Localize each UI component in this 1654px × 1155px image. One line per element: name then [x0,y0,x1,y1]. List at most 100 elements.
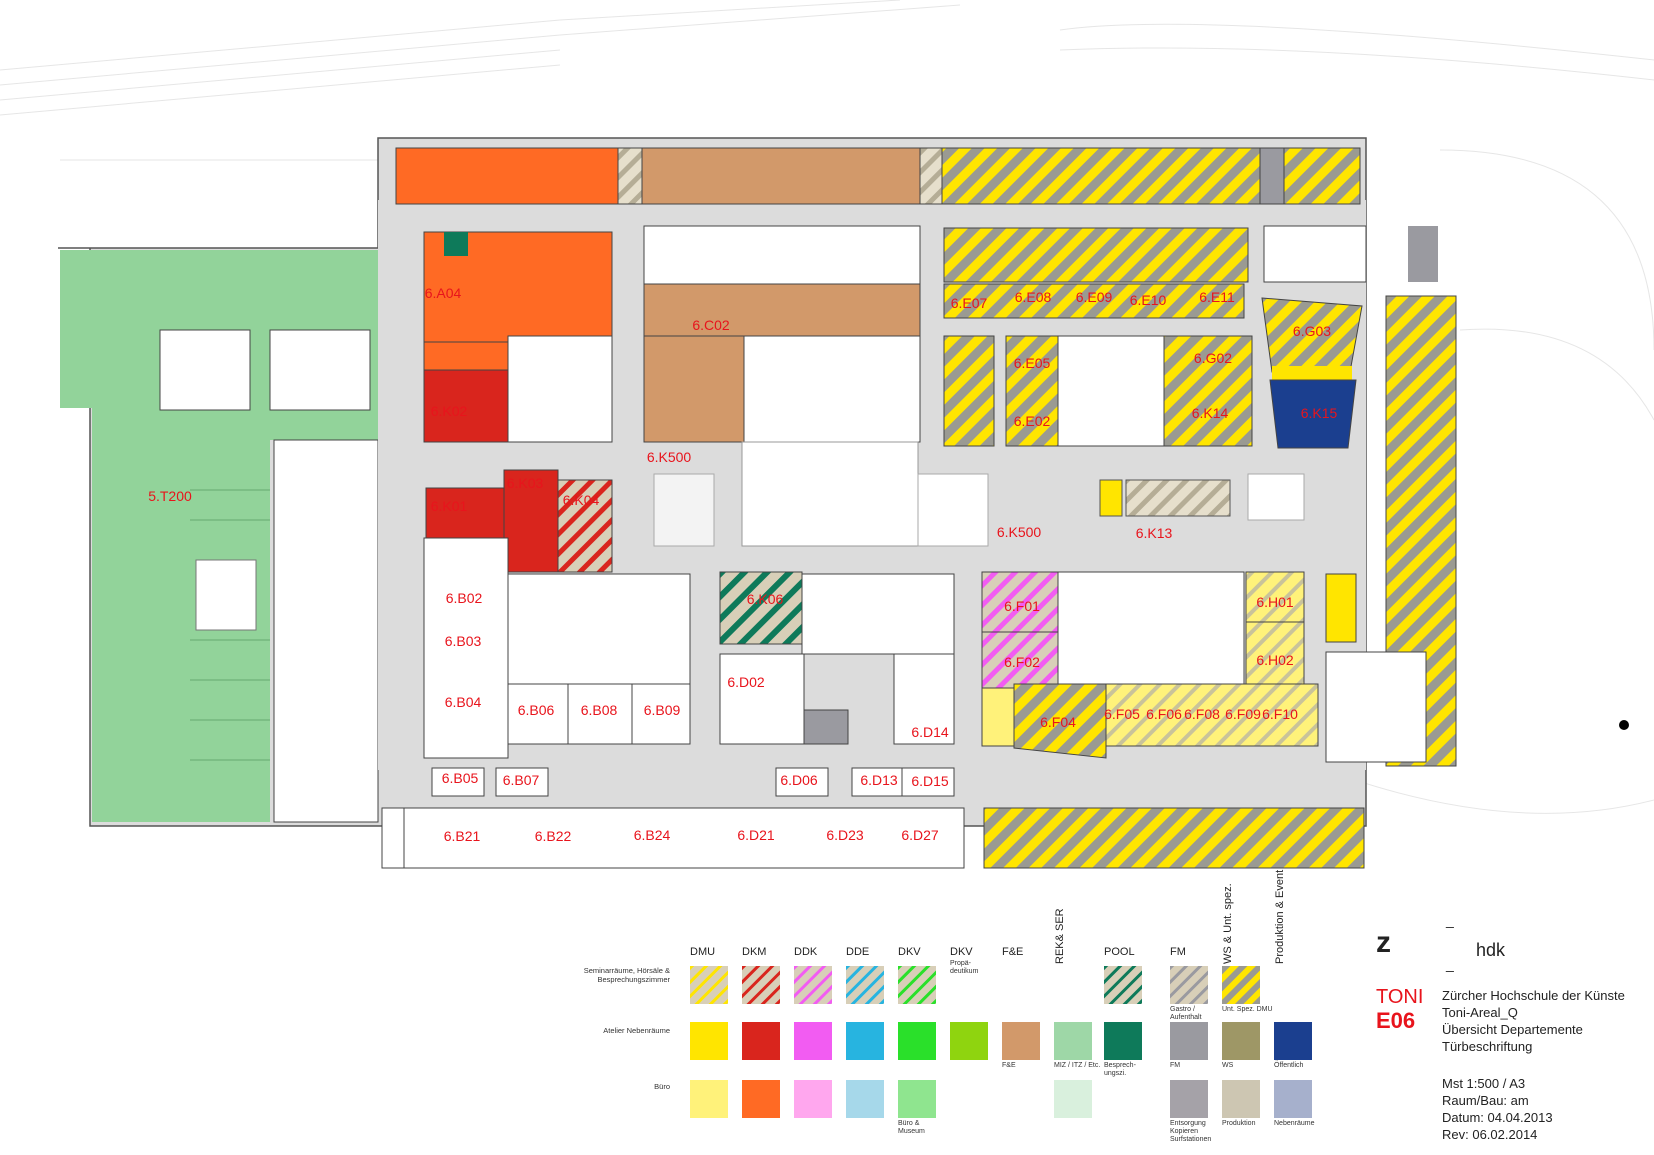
room-6K06 [719,571,803,645]
room-6D-grey [803,709,849,745]
room-6D02 [719,653,805,745]
atrium-west [741,441,919,547]
legend-row-seminar: Seminarräume, Hörsäle & Besprechungszimm… [583,966,670,984]
room-label: 6.G02 [1194,350,1232,366]
room-label: 6.E07 [951,295,988,311]
hdk-wordmark: hdk [1476,940,1506,960]
note-gastro: Gastro / Aufenthalt [1170,1006,1202,1021]
legend-row-buero: Büro [654,1082,670,1091]
room-6K02 [423,369,509,443]
legend-col-ddk: DDK [794,946,818,958]
swatch-dmu-atelier [690,1022,728,1060]
room-6D06 [775,767,829,797]
room-6F01 [981,571,1059,633]
title-line3: Übersicht Departemente [1442,1022,1583,1037]
swatch-pool [1104,1022,1142,1060]
scale-label: Mst 1:500 / A3 [1442,1076,1526,1091]
room-label: 6.B08 [581,702,618,718]
room-6K13-yellow [1099,479,1123,517]
room-label: 6.F02 [1004,654,1040,670]
swatch-dmu-seminar [690,966,728,1004]
room-label: 6.K03 [507,475,544,491]
room-E-left [943,335,995,447]
swatch-pool-seminar [1104,966,1142,1004]
legend-row-atelier: Atelier Nebenräume [603,1026,670,1035]
room-6A04-teal [444,232,468,256]
swatch-ddk-seminar [794,966,832,1004]
zhdk-logo-mark: z [1376,926,1391,959]
swatch-dde-seminar [846,966,884,1004]
room-6K02-upper [423,341,509,371]
room-top-ws2 [1283,147,1361,205]
swatch-fm-gastro [1170,966,1208,1004]
room-6B-block [423,537,509,759]
note-produktion: Produktion [1222,1120,1256,1127]
note-buero-museum: Büro & Museum [898,1120,925,1135]
rev-label: Rev: 06.02.2014 [1442,1127,1538,1142]
room-label: 6.F09 [1225,706,1261,722]
room-6B07 [495,767,549,797]
room-label: 6.E08 [1015,289,1052,305]
title-line1: Zürcher Hochschule der Künste [1442,988,1625,1003]
room-label: 6.E10 [1130,292,1167,308]
swatch-dkv-atelier [898,1022,936,1060]
room-6K15 [1269,379,1357,449]
swatch-oeffentlich [1274,1022,1312,1060]
swatch-dkm-atelier [742,1022,780,1060]
atrium-east [1247,473,1305,521]
swatch-dde-atelier [846,1022,884,1060]
room-6F04 [1013,683,1107,759]
swatch-ddk-buero [794,1080,832,1118]
room-E-top [943,227,1249,283]
atrium-stair-w [653,473,715,547]
swatch-entsorgung [1170,1080,1208,1118]
title-line4: Türbeschriftung [1442,1039,1533,1054]
room-6D13 [851,767,903,797]
swatch-rekser-buero [1054,1080,1092,1118]
legend-col-dmu: DMU [690,946,716,958]
room-label: 6.B22 [535,828,572,844]
swatch-produktion [1222,1080,1260,1118]
note-ws: WS [1222,1062,1234,1069]
court-4 [507,573,691,685]
room-6F02 [981,631,1059,689]
note-entsorgung: Entsorgung Kopieren Surfstationen [1170,1120,1212,1143]
room-6C02-top [643,225,921,285]
room-top-beige2 [919,147,943,205]
swatch-dmu-buero [690,1080,728,1118]
dash-bottom: _ [1446,956,1454,972]
room-label: 6.B04 [445,694,482,710]
room-label: 6.K04 [563,492,600,508]
room-label: 6.F05 [1104,706,1140,722]
room-label: 6.D23 [826,827,864,843]
room-6H01 [1245,571,1305,623]
legend-col-dkm: DKM [742,946,767,958]
room-bottom-left [381,807,405,869]
room-label: 6.F10 [1262,706,1298,722]
room-top-brown [641,147,921,205]
wing-5T200-service [273,439,379,823]
legend-col-fe: F&E [1002,946,1024,958]
room-label: 6.D21 [737,827,775,843]
swatch-fm [1170,1022,1208,1060]
swatch-dkv-seminar [898,966,936,1004]
room-6K13 [1125,479,1231,517]
room-right-core [1263,225,1367,283]
room-top-stair [1259,147,1285,205]
room-label: 6.B05 [442,770,479,786]
swatch-dkm-seminar [742,966,780,1004]
room-label: 6.K06 [747,591,784,607]
room-label: 6.K15 [1301,405,1338,421]
room-6G03-yellow [1272,366,1352,380]
room-6G02 [1163,335,1253,447]
room-top-orange [395,147,619,205]
title-line2: Toni-Areal_Q [1442,1005,1518,1020]
court-1 [507,335,613,443]
room-label: 6.D02 [727,674,765,690]
room-label: 6.D27 [901,827,939,843]
legend-col-pool: POOL [1104,946,1135,958]
room-label: 6.F01 [1004,598,1040,614]
room-label: 6.G03 [1293,323,1331,339]
court-6 [1057,571,1245,685]
